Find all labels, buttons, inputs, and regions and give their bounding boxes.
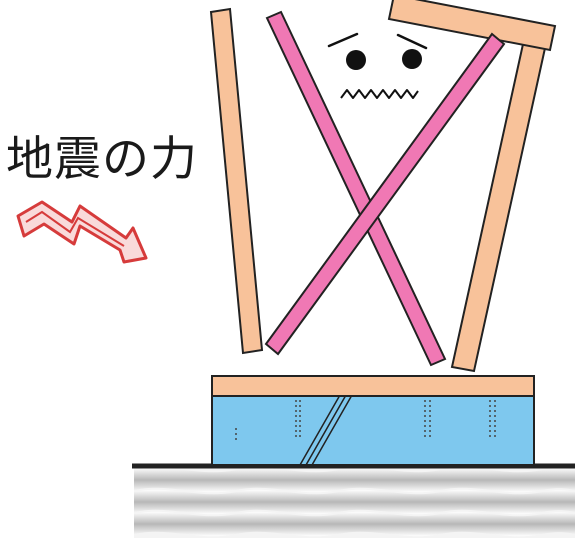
top-beam bbox=[387, 0, 557, 52]
left-column bbox=[209, 7, 264, 355]
zigzag-arrow-icon bbox=[16, 200, 148, 264]
diagonal-brace bbox=[265, 10, 447, 367]
earthquake-force-label: 地震の力 bbox=[6, 132, 198, 187]
foundation bbox=[211, 380, 535, 466]
right-eye bbox=[402, 49, 422, 69]
sill-plate bbox=[211, 375, 535, 397]
ground bbox=[132, 463, 575, 538]
wavy-mouth bbox=[340, 89, 419, 99]
left-eye bbox=[346, 50, 366, 70]
ground-wave bbox=[134, 511, 575, 537]
left-eyebrow bbox=[327, 32, 359, 48]
diagonal-brace bbox=[264, 32, 506, 356]
ground-wave bbox=[134, 489, 575, 515]
foundation-crack bbox=[299, 394, 353, 466]
ground-wave bbox=[134, 467, 575, 493]
worried-face-icon bbox=[327, 32, 428, 99]
foundation-block bbox=[211, 394, 535, 466]
right-eyebrow bbox=[396, 33, 428, 50]
